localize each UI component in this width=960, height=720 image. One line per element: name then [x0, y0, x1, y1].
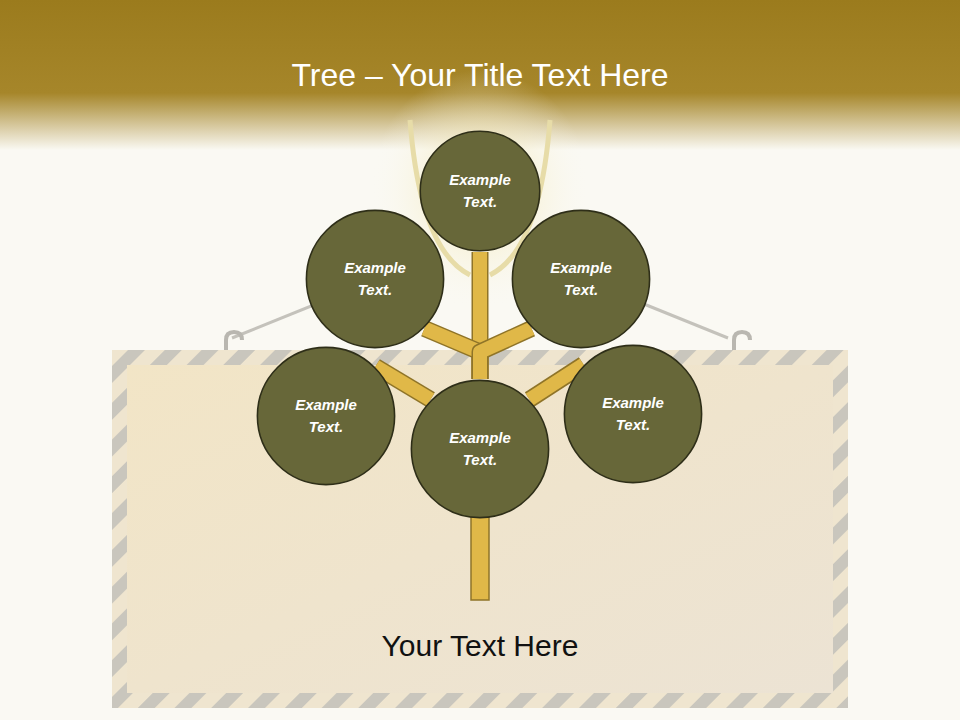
circle-label: Example Text.	[335, 257, 415, 302]
tree-branch	[480, 329, 532, 380]
hook	[226, 332, 242, 352]
circle-label: Example Text.	[286, 394, 366, 439]
tree-circle: Example Text.	[511, 209, 651, 349]
circle-fill	[564, 345, 701, 482]
sign-board	[127, 365, 833, 693]
tree-circle: Example Text.	[563, 344, 703, 484]
tree-circle: Example Text.	[256, 346, 396, 486]
circle-label: Example Text.	[541, 257, 621, 302]
sign-label: Your Text Here	[382, 628, 579, 664]
tree-circle: Example Text.	[305, 209, 445, 349]
sign-text-area: Your Text Here	[110, 348, 850, 710]
branch-fill	[480, 329, 532, 380]
circle-fill	[411, 380, 548, 517]
circle-label: Example Text.	[440, 427, 520, 472]
circle-label: Example Text.	[440, 169, 520, 214]
tree-circle: Example Text.	[410, 379, 550, 519]
branch-outline	[480, 329, 532, 380]
circle-outline	[410, 379, 550, 519]
circle-outline	[419, 130, 541, 252]
slide-title: Tree – Your Title Text Here	[0, 52, 960, 98]
circle-fill	[420, 131, 540, 251]
circle-outline	[305, 209, 445, 349]
circle-outline	[511, 209, 651, 349]
hook	[734, 332, 750, 352]
circle-fill	[306, 210, 443, 347]
circle-fill	[512, 210, 649, 347]
circle-label: Example Text.	[593, 392, 673, 437]
circle-outline	[563, 344, 703, 484]
circle-outline	[256, 346, 396, 486]
sign-board-border	[112, 350, 848, 708]
circle-fill	[257, 347, 394, 484]
tree-circle: Example Text.	[419, 130, 541, 252]
